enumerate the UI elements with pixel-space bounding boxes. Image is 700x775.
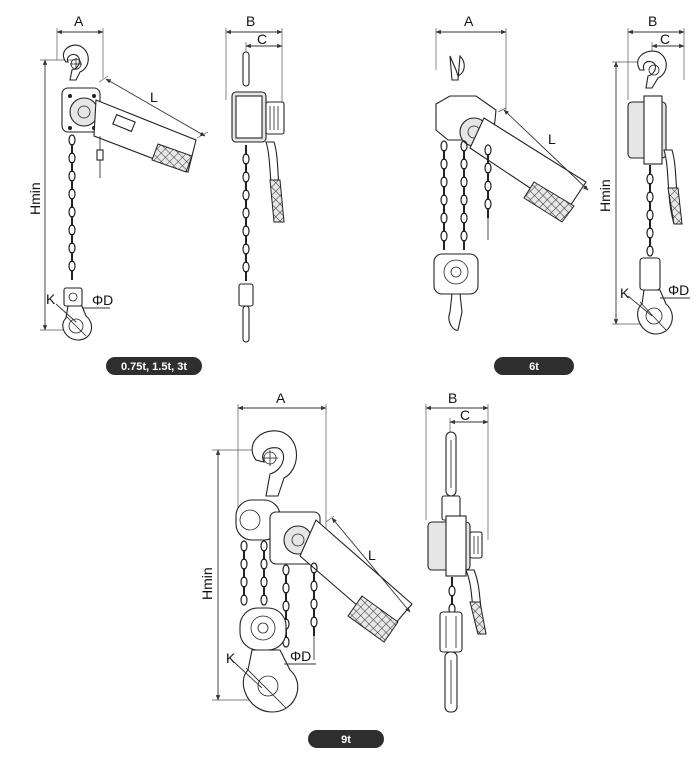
badge-small-capacity: 0.75t, 1.5t, 3t [106,357,202,375]
dim-label-hmin-large: Hmin [199,567,215,600]
dim-label-k-large: K [226,650,236,666]
dim-label-l-mid: L [548,131,556,147]
dim-label-b-mid: B [648,13,657,29]
dim-label-a: A [74,13,84,29]
dim-label-c-mid: C [660,31,670,47]
badge-large-capacity: 9t [308,730,384,748]
dim-label-c-small: C [257,31,267,47]
figure-mid-front: A L [433,13,589,331]
badge-small-text: 0.75t, 1.5t, 3t [121,361,187,373]
dim-label-hmin: Hmin [27,182,43,215]
dim-label-k: K [46,291,56,307]
dim-label-b-large: B [448,390,457,406]
figure-large-front: A Hmin L [199,390,413,713]
dim-label-l: L [150,89,158,105]
badge-large-text: 9t [341,734,351,746]
dim-label-hmin-mid: Hmin [597,179,613,212]
dim-label-b-small: B [246,13,255,29]
dim-label-l-large: L [368,547,376,563]
dim-label-d-large: ΦD [290,648,311,664]
badge-mid-text: 6t [529,361,539,373]
dim-label-a-large: A [276,390,286,406]
figure-small-side: B C [225,13,285,343]
dim-label-d-mid: ΦD [668,282,689,298]
figure-small-front: A Hmin L [27,13,209,341]
dim-label-d: ΦD [92,292,113,308]
badge-mid-capacity: 6t [494,357,574,375]
figure-large-side: B C [425,390,489,713]
dim-label-a-mid: A [464,13,474,29]
dim-label-k-mid: K [620,285,630,301]
dim-label-c-large: C [460,407,470,423]
figure-mid-side: B C Hmin K ΦD [597,13,690,335]
